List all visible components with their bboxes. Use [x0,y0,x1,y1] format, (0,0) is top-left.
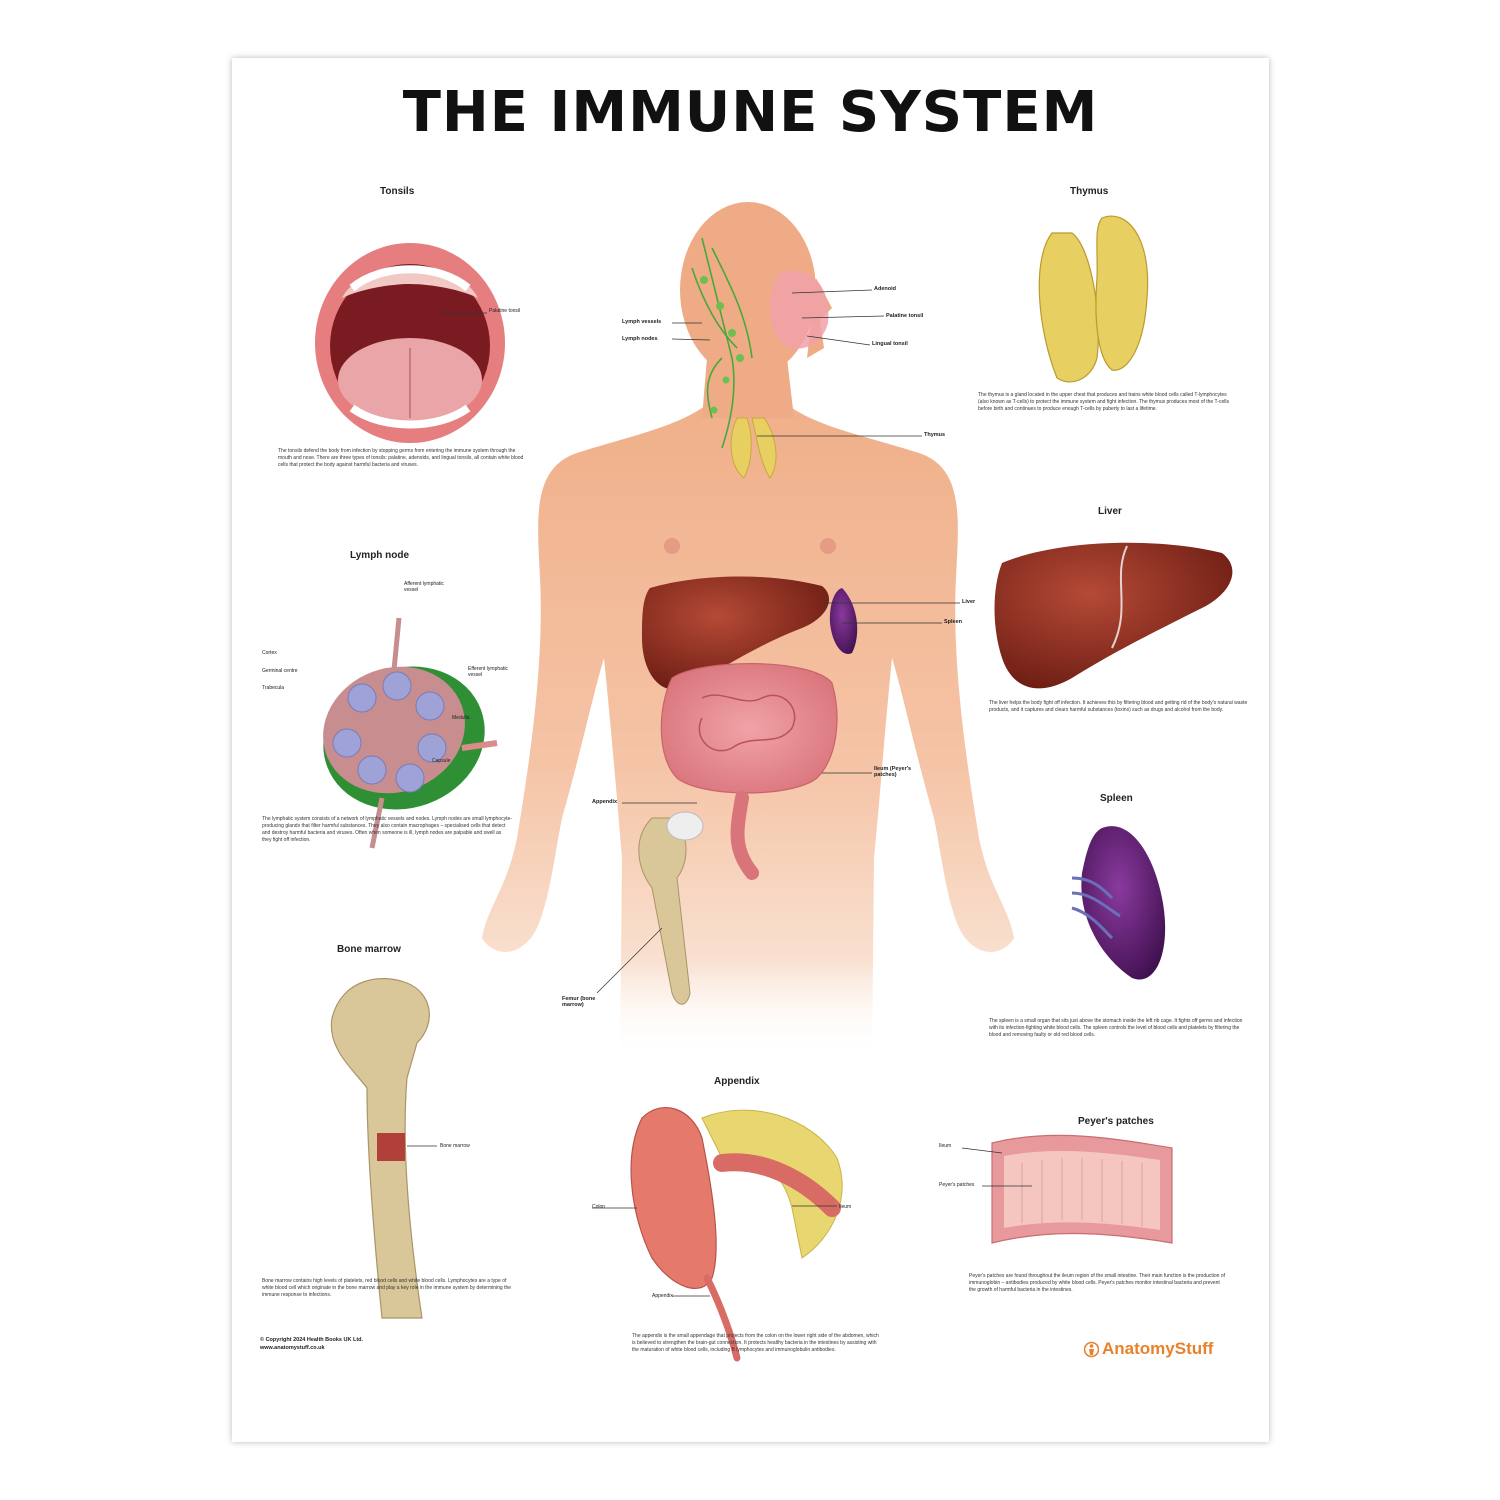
anatomy-illustration [315,202,1233,1362]
tonsils-illustration [315,243,505,443]
body-label-ileum: Ileum (Peyer's patches) [874,766,912,778]
label-ileum-peyers: Ileum [939,1143,952,1149]
thymus-illustration [1038,215,1149,383]
brand-logo: AnatomyStuff [1084,1339,1213,1359]
brand-name: AnatomyStuff [1102,1339,1214,1358]
rectum-in-body [730,791,759,880]
brand-figure-icon [1084,1341,1099,1357]
caption-peyers-patches: Peyer's patches are found throughout the… [969,1273,1226,1293]
label-capsule: Capsule [432,758,451,764]
lymph-network [691,237,753,449]
caption-thymus: The thymus is a gland located in the upp… [978,392,1229,412]
website-text: www.anatomystuff.co.uk [260,1345,325,1351]
liver-illustration [994,542,1233,689]
caption-bone-marrow: Bone marrow contains high levels of plat… [262,1278,512,1298]
label-ileum-appendix: Ileum [839,1204,852,1210]
label-cortex: Cortex [262,650,277,656]
caption-tonsils: The tonsils defend the body from infecti… [278,448,524,468]
peyers-patches-illustration [991,1134,1173,1244]
spleen-in-body [829,588,858,654]
label-tonsil-palatine: Palatine tonsil [489,308,521,314]
body-label-liver: Liver [962,599,976,605]
heading-appendix: Appendix [714,1076,760,1087]
body-label-femur: Femur (bone marrow) [562,996,596,1008]
copyright-block: © Copyright 2024 Health Books UK Ltd. ww… [260,1336,363,1352]
label-peyers-patches: Peyer's patches [939,1182,975,1188]
heading-tonsils: Tonsils [380,186,415,197]
nasal-cavity [769,270,829,349]
liver-in-body [642,576,830,690]
body-label-thymus: Thymus [924,432,946,438]
body-label-lymph-vessels: Lymph vessels [622,319,662,325]
caption-liver: The liver helps the body fight off infec… [989,700,1248,713]
heading-liver: Liver [1098,506,1122,517]
caption-appendix: The appendix is the small appendage that… [632,1333,879,1353]
thymus-in-body [730,417,777,479]
body-label-lymph-nodes: Lymph nodes [622,336,658,342]
femur-in-body [638,817,691,1005]
leader-lines [407,289,1032,1297]
label-medulla: Medulla [452,715,470,721]
heading-bone-marrow: Bone marrow [337,944,401,955]
label-germinal-centre: Germinal centre [262,668,298,674]
caption-spleen: The spleen is a small organ that sits ju… [989,1018,1243,1038]
body-label-lingual-tonsil: Lingual tonsil [872,341,908,347]
label-efferent-vessel: Efferent lymphatic vessel [468,666,508,678]
body-label-palatine-tonsil: Palatine tonsil [886,313,924,319]
human-body-figure [482,202,1014,1058]
caption-lymph-node: The lymphatic system consists of a netwo… [262,816,512,843]
label-afferent-vessel: Afferent lymphatic vessel [404,581,444,593]
heading-lymph-node: Lymph node [350,550,410,561]
heading-peyers-patches: Peyer's patches [1078,1116,1154,1127]
poster-sheet: THE IMMUNE SYSTEM Tonsils Lymph node Bon… [232,58,1269,1442]
appendix-illustration [630,1107,843,1362]
heading-spleen: Spleen [1100,793,1133,804]
neck-shape [702,358,794,418]
heading-thymus: Thymus [1070,186,1109,197]
label-trabecula: Trabecula [262,685,285,691]
intestines-in-body [660,663,838,794]
label-appendix-inset: Appendix [652,1293,673,1299]
body-label-spleen: Spleen [944,619,963,625]
poster-title: THE IMMUNE SYSTEM [402,80,1099,145]
copyright-text: © Copyright 2024 Health Books UK Ltd. [260,1337,364,1343]
label-bone-marrow: Bone marrow [440,1143,470,1149]
spleen-illustration [1071,826,1166,980]
body-label-adenoid: Adenoid [874,286,896,292]
label-colon: Colon [592,1204,606,1210]
body-label-appendix: Appendix [592,799,618,805]
lymph-node-illustration [323,617,498,849]
bone-marrow-illustration [330,977,430,1319]
